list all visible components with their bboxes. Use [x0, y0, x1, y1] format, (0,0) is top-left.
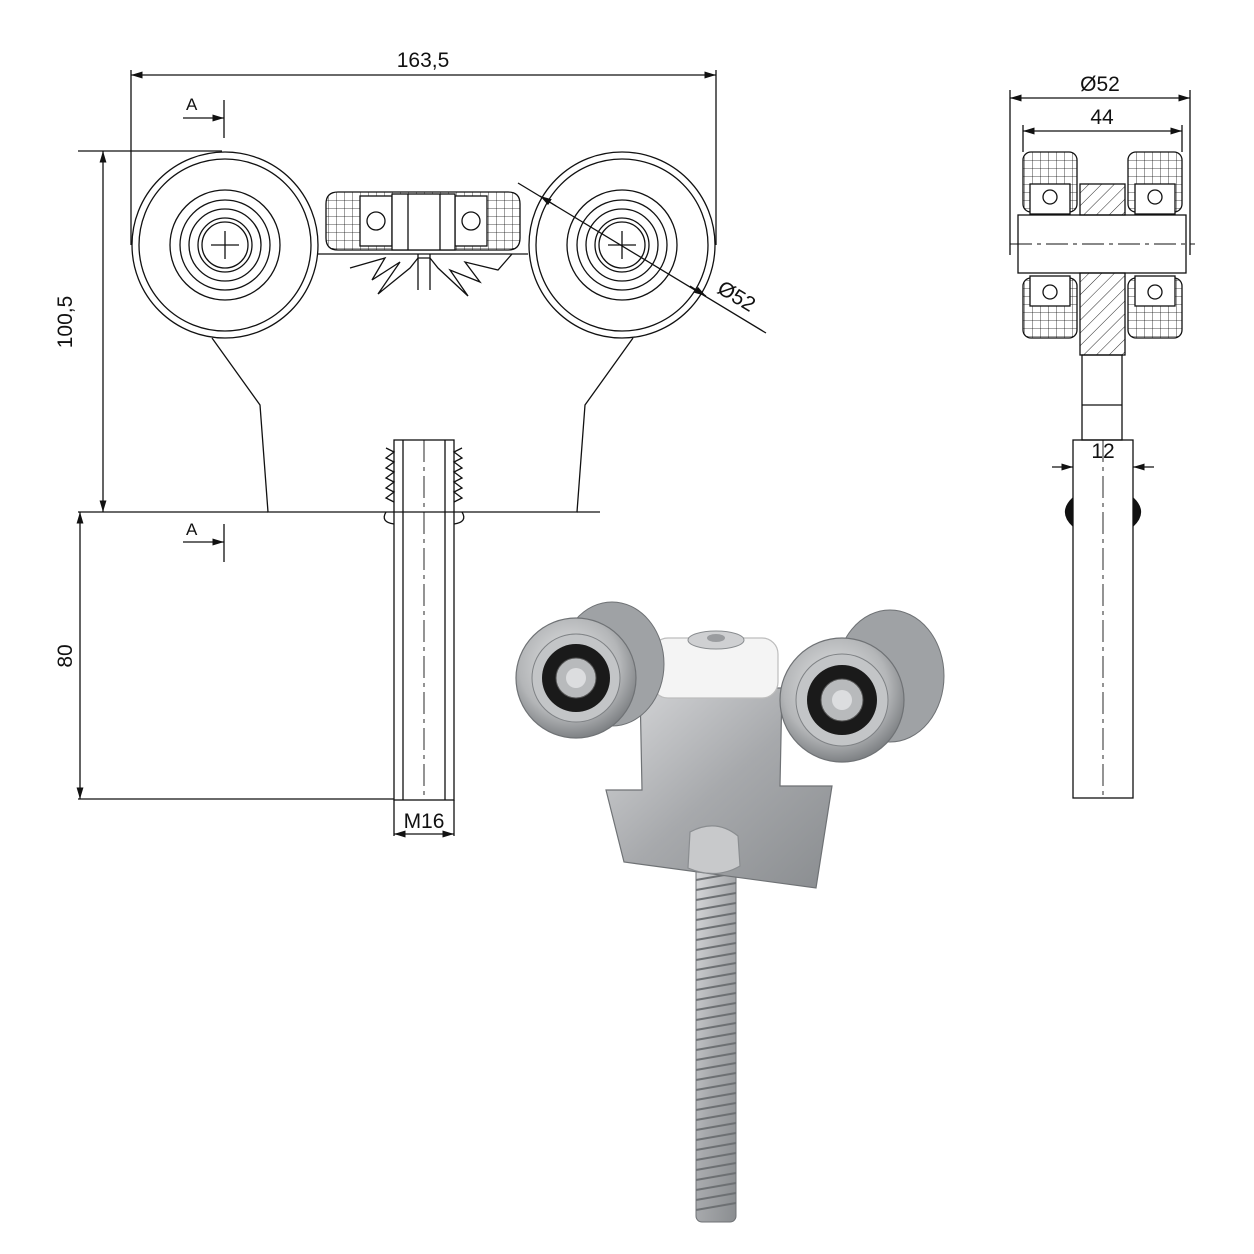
shaft-length-dimension-label: 80	[54, 644, 77, 667]
carriage-body	[211, 337, 634, 513]
section-marker-bottom: A	[186, 520, 198, 539]
side-shaft-width-label: 12	[1091, 440, 1114, 463]
photo-left-wheel	[515, 601, 665, 739]
steel-plate	[605, 687, 833, 889]
nylon-guide-roller	[651, 630, 779, 699]
photo-right-wheel	[779, 609, 945, 763]
height-dimension-label: 100,5	[54, 296, 77, 349]
threaded-bolt	[695, 859, 737, 1223]
side-view	[1009, 90, 1195, 799]
section-marker-top: A	[186, 95, 198, 114]
side-right-wheel	[1127, 151, 1183, 339]
side-inner-width-label: 44	[1090, 106, 1114, 129]
center-guide-roller	[325, 191, 521, 297]
threaded-shaft	[383, 439, 465, 801]
product-photo	[515, 601, 945, 1223]
wheel-diameter-label: Ø52	[713, 277, 759, 317]
width-dimension-label: 163,5	[397, 49, 450, 72]
right-wheel	[528, 151, 716, 339]
side-left-wheel	[1022, 151, 1078, 339]
side-wheel-diameter-label: Ø52	[1080, 73, 1120, 96]
front-view	[76, 70, 767, 838]
weld-nut	[687, 825, 741, 875]
thread-dimension-label: M16	[404, 810, 445, 833]
left-wheel	[131, 151, 319, 339]
